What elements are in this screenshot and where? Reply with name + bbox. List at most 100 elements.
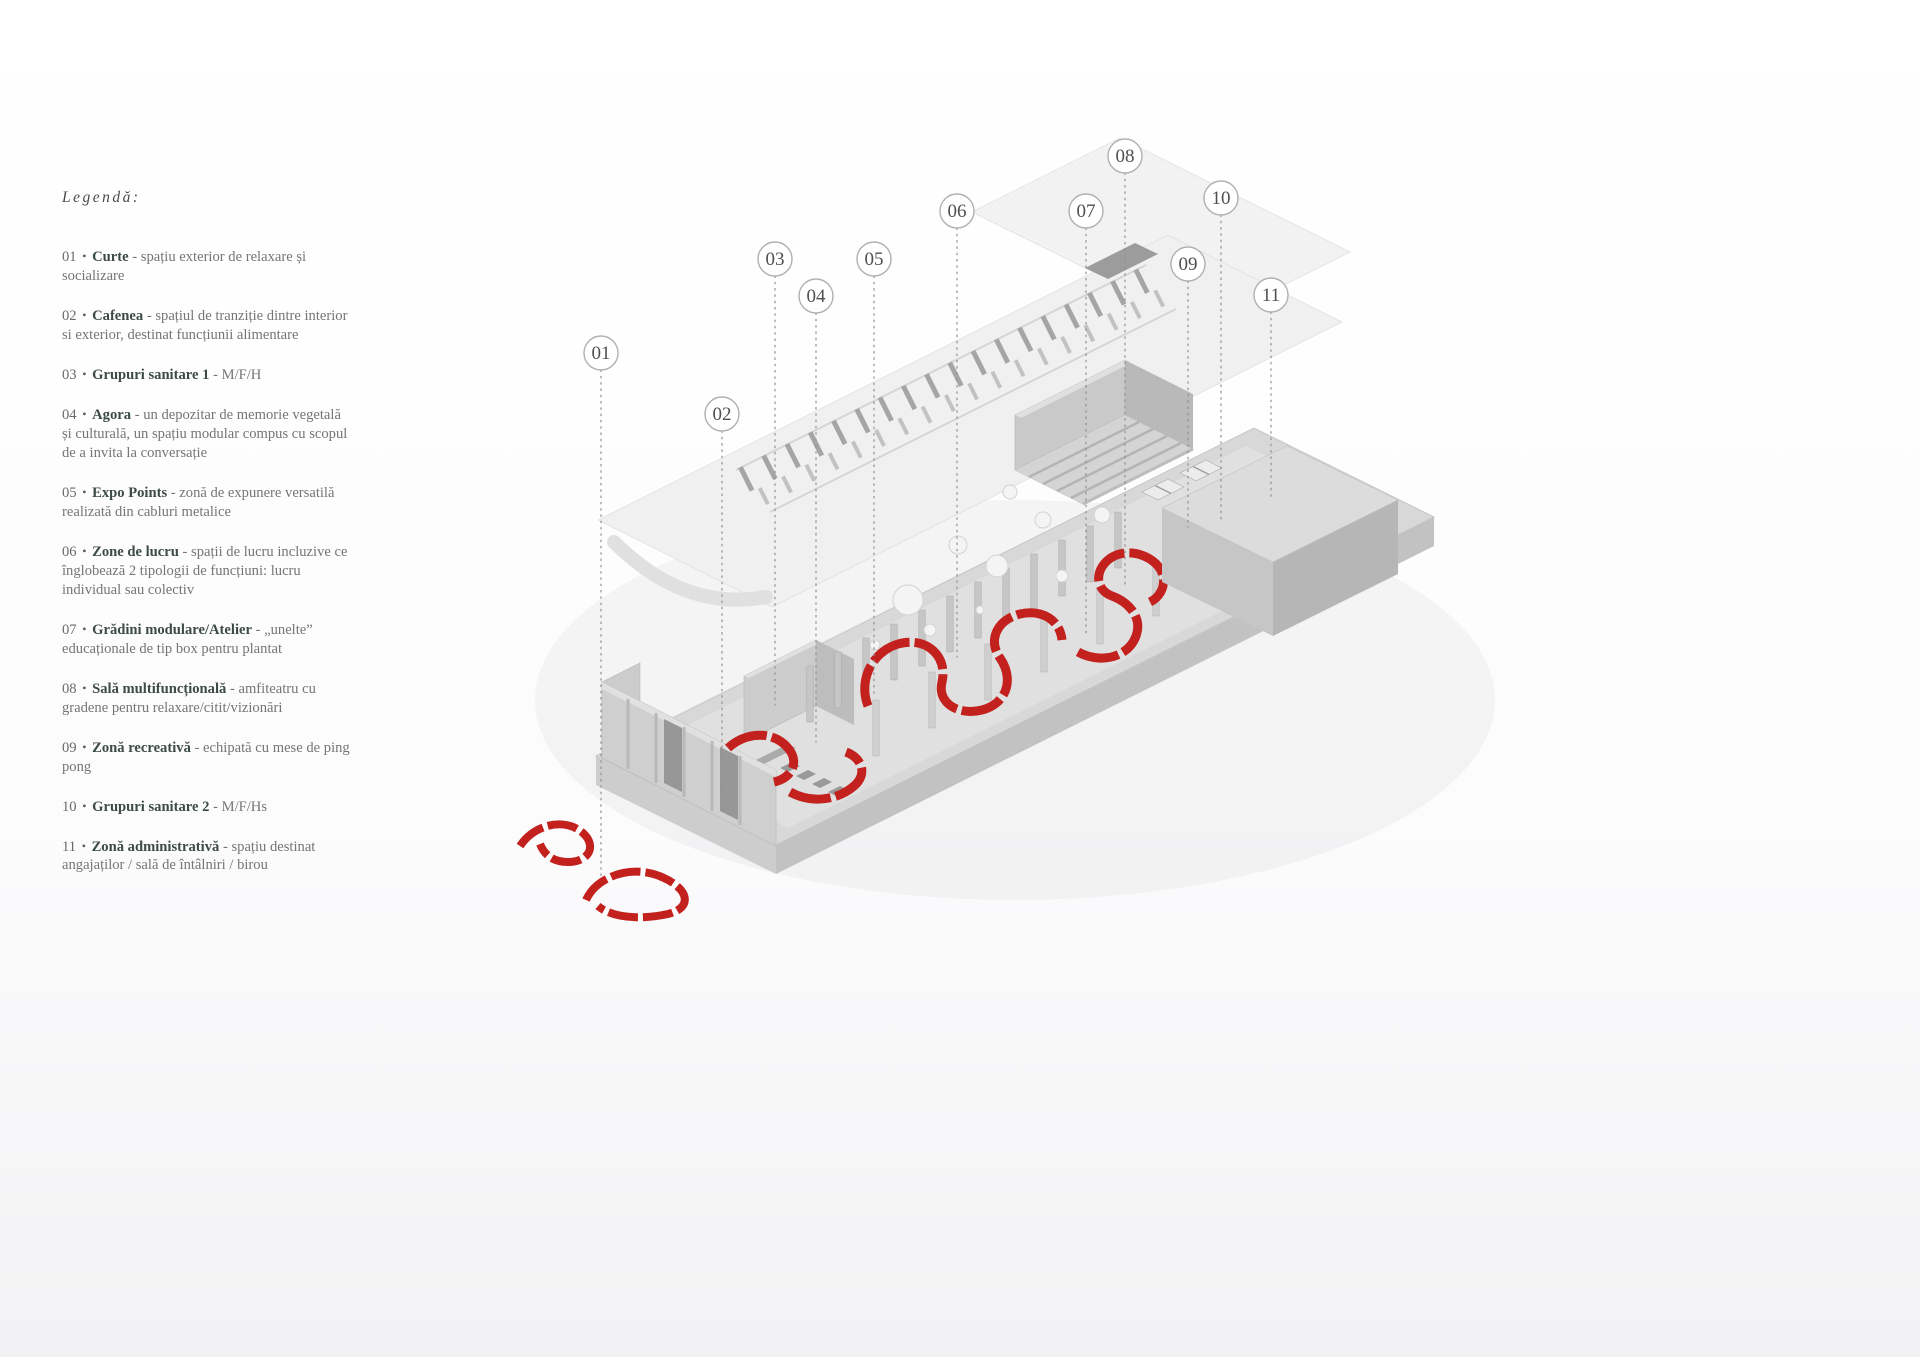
legend-item-name: Grupuri sanitare 1 xyxy=(92,367,210,384)
courtyard-ribbon-path xyxy=(582,867,689,922)
legend-item: 11 • Zonă administrativă - spațiu destin… xyxy=(62,838,354,876)
legend-item-number: 01 xyxy=(62,249,77,266)
callouts: 01 02 03 04 05 xyxy=(583,138,1289,878)
legend-item-number: 10 xyxy=(62,798,77,815)
legend-title: Legendă: xyxy=(62,189,141,206)
legend-item: 01 • Curte - spațiu exterior de relaxare… xyxy=(62,248,354,286)
bullet-icon: • xyxy=(81,838,86,853)
red-ribbon-walls xyxy=(724,548,1169,804)
cafenea-table xyxy=(796,770,816,780)
legend-item-number: 05 xyxy=(62,484,77,501)
callout-number: 11 xyxy=(1262,285,1280,306)
legend-item-number: 02 xyxy=(62,308,77,325)
callout-04: 04 xyxy=(798,278,834,743)
red-ribbon-path xyxy=(787,747,867,804)
legend-item-number: 07 xyxy=(62,621,77,638)
legend-item-description: - echipată cu mese de ping pong xyxy=(62,739,350,775)
callout-06: 06 xyxy=(939,193,975,658)
callout-08: 08 xyxy=(1107,138,1143,586)
legend-item-name: Zone de lucru xyxy=(92,543,179,560)
legend-item-description: - amfiteatru cu gradene pentru relaxare/… xyxy=(62,680,316,716)
callout-number: 04 xyxy=(807,286,827,307)
legend-item-number: 03 xyxy=(62,367,77,384)
callout-01: 01 xyxy=(583,335,619,878)
legend-item-name: Cafenea xyxy=(92,308,144,325)
red-ribbon-path xyxy=(724,730,799,787)
bullet-icon: • xyxy=(82,543,87,558)
bullet-icon: • xyxy=(82,798,87,813)
callout-number: 05 xyxy=(865,249,884,270)
legend-item-name: Zonă administrativă xyxy=(91,838,220,855)
legend-item-description: - spațiu destinat angajaților / sală de … xyxy=(62,838,316,874)
sphere-lamps xyxy=(869,484,1111,651)
bullet-icon: • xyxy=(82,484,87,499)
callout-11: 11 xyxy=(1253,277,1289,499)
bullet-icon: • xyxy=(82,621,87,636)
callout-03: 03 xyxy=(757,241,793,706)
admin-box xyxy=(1161,445,1399,636)
callout-10: 10 xyxy=(1203,180,1239,521)
courtyard-ribbon xyxy=(516,820,689,922)
legend-item: 03 • Grupuri sanitare 1 - M/F/H xyxy=(62,366,354,385)
facade-doorway xyxy=(720,747,738,820)
skylight-rail-2 xyxy=(769,308,1177,513)
admin-box-side xyxy=(1273,500,1398,636)
callout-09: 09 xyxy=(1170,246,1206,528)
floor-plate-side xyxy=(596,756,776,874)
legend-item: 05 • Expo Points - zonă de expunere vers… xyxy=(62,484,354,522)
legend-item-name: Curte xyxy=(92,249,129,266)
legend-item-description: - zonă de expunere versatilă realizată d… xyxy=(62,484,335,520)
legend-item-description: - spațiul de tranziție dintre interior s… xyxy=(62,308,348,344)
recreation-zone xyxy=(1141,459,1223,501)
legend-item-description: - spații de lucru incluzive ce înglobeaz… xyxy=(62,543,348,598)
callout-number: 09 xyxy=(1179,254,1198,275)
roof-vault-slab xyxy=(596,234,1344,608)
callout-07: 07 xyxy=(1068,193,1104,637)
legend-item-name: Zonă recreativă xyxy=(92,739,191,756)
legend-item-number: 06 xyxy=(62,543,77,560)
callout-number: 10 xyxy=(1212,188,1231,209)
legend-item: 02 • Cafenea - spațiul de tranziție dint… xyxy=(62,307,354,345)
bullet-icon: • xyxy=(82,680,87,695)
amphitheater-end-wall xyxy=(1125,360,1193,449)
legend-item: 09 • Zonă recreativă - echipată cu mese … xyxy=(62,739,354,777)
entrance-facade xyxy=(601,662,777,847)
skylight-rail xyxy=(735,264,1147,471)
callout-number: 08 xyxy=(1116,146,1135,167)
legend-item: 07 • Grădini modulare/Atelier - „unelte”… xyxy=(62,621,354,659)
roof-assembly xyxy=(596,137,1352,608)
bullet-icon: • xyxy=(82,367,87,382)
amphitheater-wall-cap xyxy=(1015,360,1131,418)
callout-number: 03 xyxy=(766,249,785,270)
callout-number: 02 xyxy=(713,404,732,425)
legend-item-number: 11 xyxy=(62,838,77,855)
legend-item-name: Expo Points xyxy=(92,484,168,501)
cafenea-wall-top xyxy=(744,640,821,678)
legend-item: 04 • Agora - un depozitar de memorie veg… xyxy=(62,406,354,463)
legend-item-name: Agora xyxy=(92,406,132,423)
bullet-icon: • xyxy=(82,249,87,264)
vault-curve xyxy=(607,535,773,607)
cafenea-table xyxy=(812,778,832,788)
callout-number: 01 xyxy=(592,343,611,364)
legend-item-description: - un depozitar de memorie vegetală și cu… xyxy=(62,406,348,461)
courtyard-ribbon-path xyxy=(516,820,594,866)
bullet-icon: • xyxy=(82,739,87,754)
bullet-icon: • xyxy=(82,308,87,323)
amphitheater xyxy=(1014,359,1194,506)
legend-item-description: - M/F/Hs xyxy=(213,798,268,815)
callout-number: 07 xyxy=(1077,201,1096,222)
legend-item-name: Grădini modulare/Atelier xyxy=(92,621,252,638)
callout-05: 05 xyxy=(856,241,892,698)
facade-doorway xyxy=(664,719,682,792)
red-ribbon-path xyxy=(1075,548,1169,663)
legend-item-description: - spațiu exterior de relaxare și sociali… xyxy=(62,249,307,285)
legend-item: 10 • Grupuri sanitare 2 - M/F/Hs xyxy=(62,798,354,817)
legend-item-number: 08 xyxy=(62,680,77,697)
legend-item-name: Grupuri sanitare 2 xyxy=(92,798,210,815)
callout-number: 06 xyxy=(948,201,967,222)
legend-item-number: 04 xyxy=(62,406,77,423)
legend-item-name: Sală multifuncțională xyxy=(92,680,227,697)
